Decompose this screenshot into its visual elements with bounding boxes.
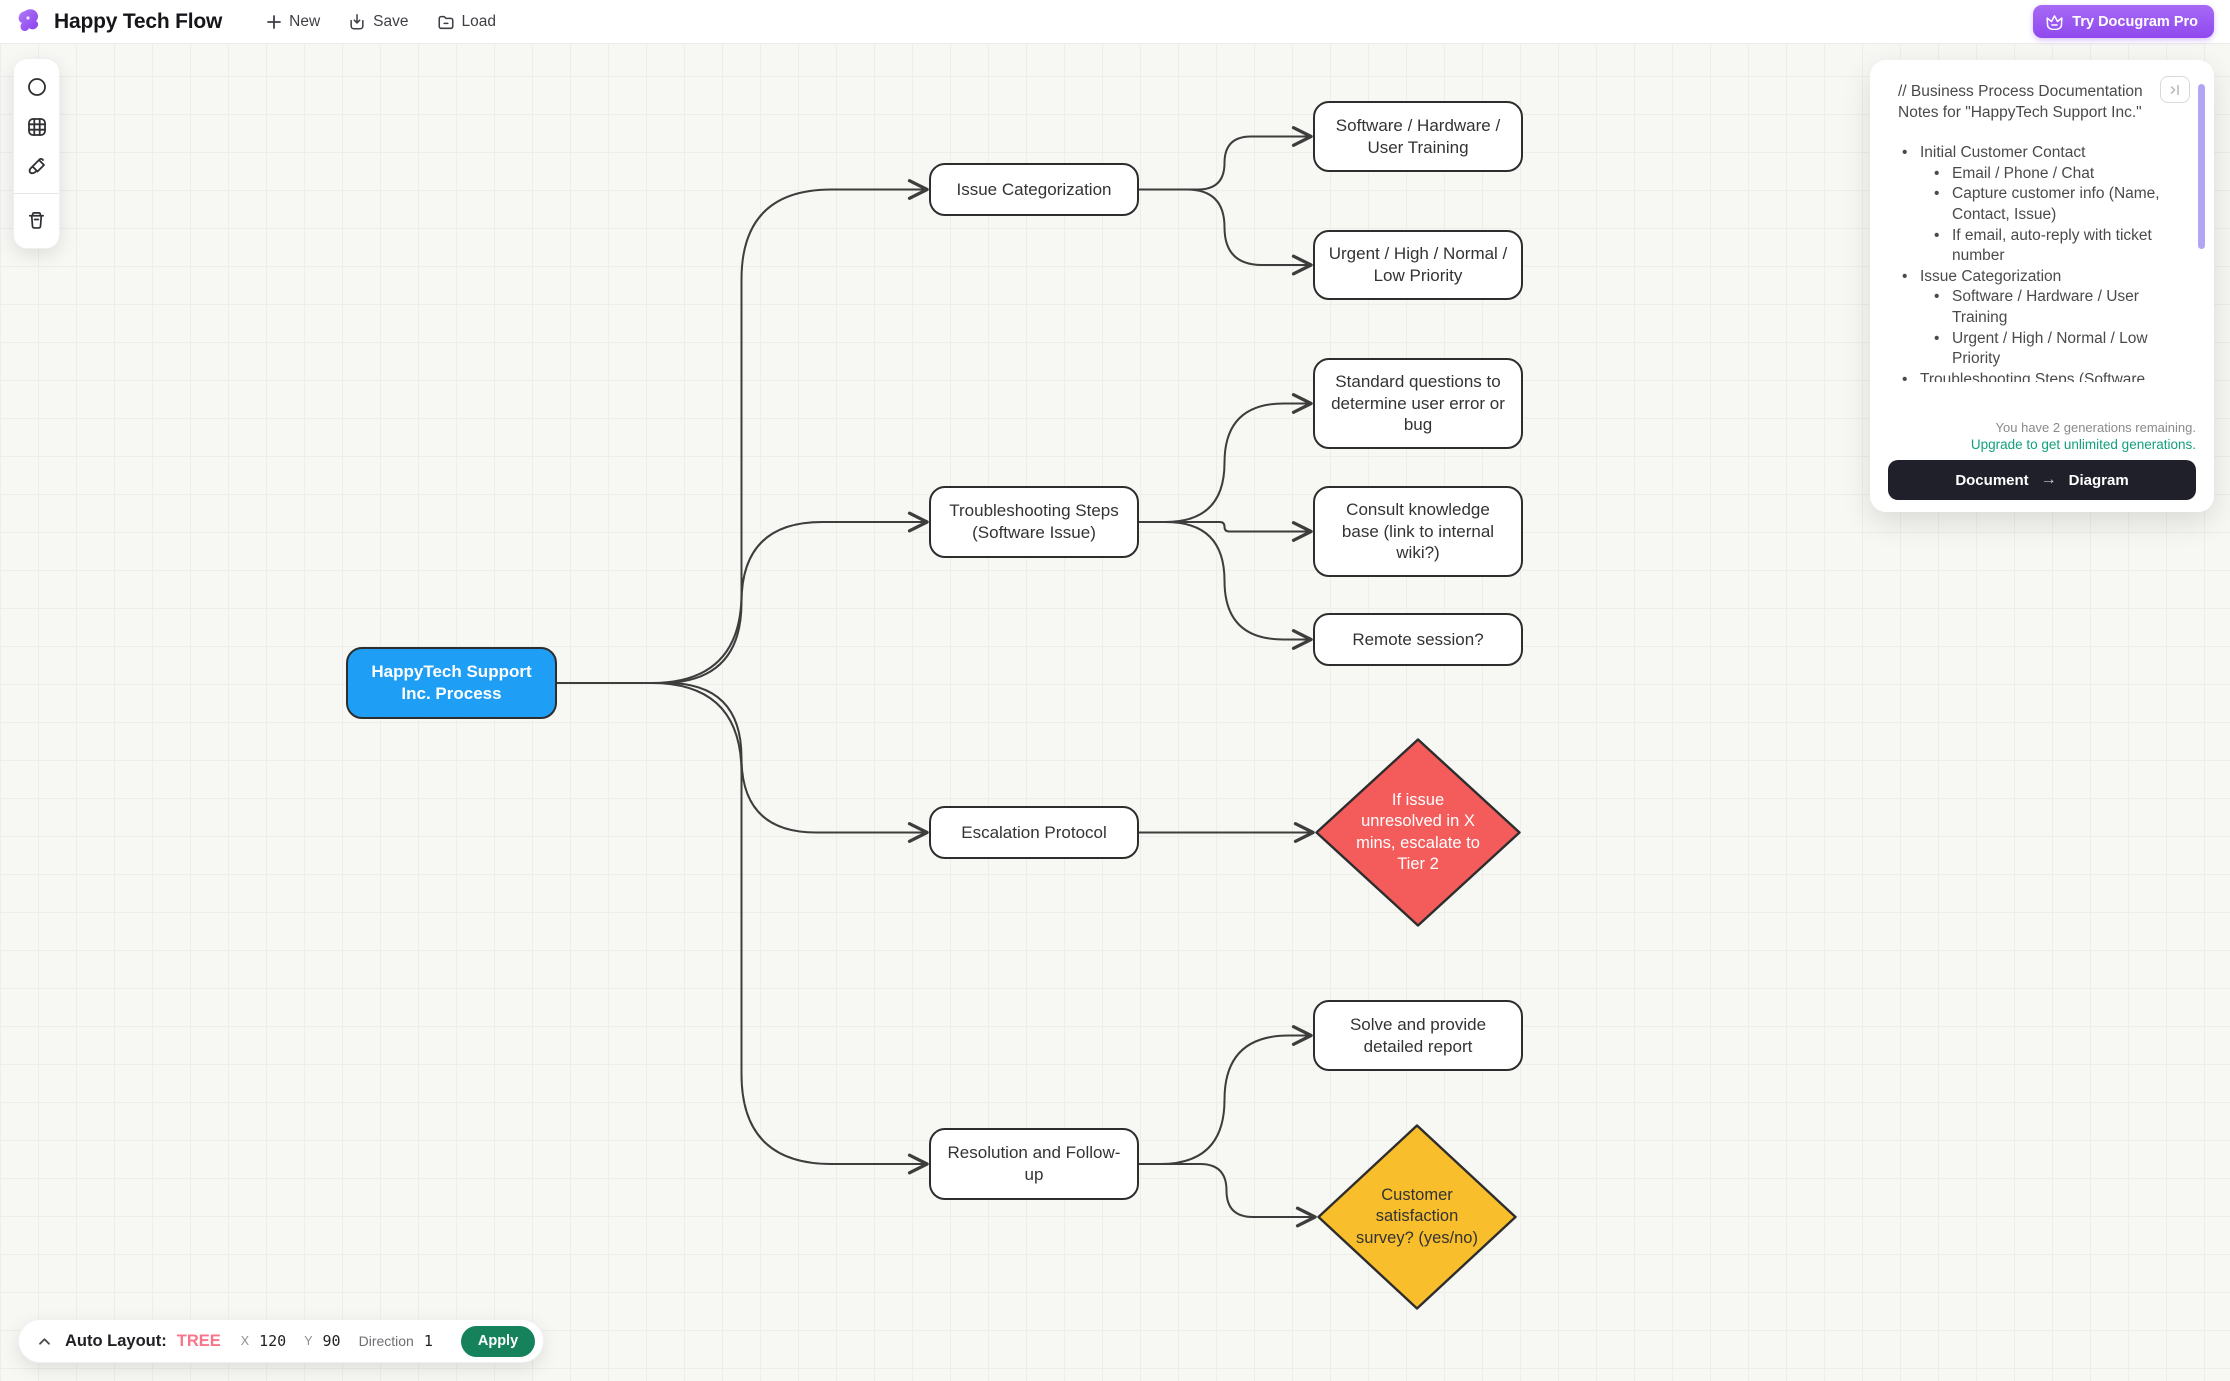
- flow-node-label: If issue unresolved in X mins, escalate …: [1356, 790, 1480, 873]
- flow-node-escal[interactable]: Escalation Protocol: [929, 806, 1139, 859]
- flow-edge-root-resolve: [557, 682, 929, 1175]
- crown-icon: [2046, 15, 2063, 30]
- note-bullet: Initial Customer Contact: [1898, 143, 2184, 164]
- delete-tool[interactable]: [18, 200, 56, 240]
- collapse-panel-button[interactable]: [2160, 76, 2190, 103]
- load-button[interactable]: Load: [427, 7, 506, 37]
- auto-layout-label: Auto Layout:: [65, 1331, 167, 1350]
- flow-node-label: Standard questions to determine user err…: [1331, 371, 1505, 435]
- flow-node-label: Resolution and Follow-up: [947, 1143, 1121, 1184]
- circle-icon: [27, 78, 46, 96]
- app-logo-icon: [18, 8, 39, 31]
- save-button[interactable]: Save: [338, 7, 418, 37]
- apply-layout-button[interactable]: Apply: [460, 1325, 536, 1357]
- flow-node-questions[interactable]: Standard questions to determine user err…: [1313, 358, 1523, 449]
- grid-toggle-tool[interactable]: [18, 107, 56, 147]
- y-value[interactable]: 90: [322, 1332, 341, 1350]
- brush-icon: [28, 157, 45, 175]
- chevron-up-icon: [38, 1337, 50, 1345]
- collapse-right-icon: [2170, 84, 2179, 95]
- flow-node-label: Solve and provide detailed report: [1349, 1014, 1487, 1056]
- notes-bullet-list: Initial Customer ContactEmail / Phone / …: [1898, 143, 2184, 382]
- flow-node-remote[interactable]: Remote session?: [1313, 613, 1523, 666]
- flow-node-red[interactable]: If issue unresolved in X mins, escalate …: [1315, 738, 1521, 927]
- note-bullet: Software / Hardware / User Training: [1898, 287, 2184, 328]
- flow-node-label: Issue Categorization: [956, 179, 1112, 199]
- flow-edge-root-issue: [557, 179, 929, 684]
- note-bullet: Capture customer info (Name, Contact, Is…: [1898, 184, 2184, 225]
- trash-icon: [28, 211, 45, 229]
- toolbar-divider: [14, 193, 59, 194]
- flow-edge-issue-sw: [1139, 126, 1313, 191]
- folder-icon: [437, 15, 454, 29]
- flow-node-solve[interactable]: Solve and provide detailed report: [1313, 1000, 1523, 1071]
- flow-node-resolve[interactable]: Resolution and Follow-up: [929, 1128, 1139, 1200]
- flow-node-trouble[interactable]: Troubleshooting Steps (Software Issue): [929, 486, 1139, 558]
- x-label: X: [240, 1334, 250, 1348]
- new-button-label: New: [289, 12, 321, 30]
- flow-node-issue[interactable]: Issue Categorization: [929, 163, 1139, 216]
- flow-node-label: Remote session?: [1352, 629, 1484, 649]
- auto-layout-mode[interactable]: TREE: [176, 1331, 221, 1350]
- arrow-right-icon: →: [2040, 471, 2057, 488]
- note-bullet: Email / Phone / Chat: [1898, 164, 2184, 185]
- circle-shape-tool[interactable]: [18, 67, 56, 107]
- note-bullet: Urgent / High / Normal / Low Priority: [1898, 329, 2184, 370]
- x-value[interactable]: 120: [259, 1332, 287, 1350]
- y-label: Y: [304, 1334, 313, 1348]
- flow-node-label: Urgent / High / Normal / Low Priority: [1328, 244, 1508, 285]
- direction-value[interactable]: 1: [423, 1332, 433, 1350]
- note-bullet: Troubleshooting Steps (Software Issue): [1898, 370, 2184, 382]
- flow-edge-trouble-questions: [1139, 393, 1313, 523]
- new-button[interactable]: New: [256, 7, 330, 37]
- try-pro-label: Try Docugram Pro: [2072, 13, 2198, 30]
- note-bullet: If email, auto-reply with ticket number: [1898, 226, 2184, 267]
- flow-node-label: Escalation Protocol: [961, 822, 1107, 842]
- flow-node-kb[interactable]: Consult knowledge base (link to internal…: [1313, 486, 1523, 577]
- notes-editor[interactable]: // Business Process Documentation Notes …: [1898, 82, 2184, 382]
- scrollbar-thumb[interactable]: [2198, 84, 2205, 249]
- flow-edge-trouble-remote: [1139, 521, 1313, 650]
- flow-node-label: HappyTech Support Inc. Process: [371, 662, 532, 703]
- flow-edge-trouble-kb: [1139, 521, 1313, 542]
- direction-label: Direction: [358, 1333, 414, 1349]
- flow-node-urgent[interactable]: Urgent / High / Normal / Low Priority: [1313, 230, 1523, 300]
- notes-footer: You have 2 generations remaining. Upgrad…: [1870, 386, 2214, 512]
- convert-from-label: Document: [1955, 471, 2029, 489]
- try-pro-button[interactable]: Try Docugram Pro: [2033, 5, 2214, 38]
- flow-node-label: Software / Hardware / User Training: [1335, 115, 1501, 157]
- notes-panel: // Business Process Documentation Notes …: [1870, 60, 2214, 512]
- flow-edge-resolve-yellow: [1139, 1163, 1317, 1228]
- flow-node-yellow[interactable]: Customer satisfaction survey? (yes/no): [1317, 1124, 1517, 1310]
- plus-icon: [267, 14, 282, 29]
- convert-to-label: Diagram: [2068, 471, 2129, 489]
- flow-node-label: Consult knowledge base (link to internal…: [1341, 499, 1495, 563]
- flow-node-label: Customer satisfaction survey? (yes/no): [1356, 1185, 1478, 1247]
- save-icon: [350, 13, 364, 30]
- grid-icon: [27, 118, 46, 136]
- upgrade-link[interactable]: Upgrade to get unlimited generations.: [1970, 437, 2196, 452]
- shape-toolbar: [13, 58, 60, 249]
- notes-header-comment: // Business Process Documentation Notes …: [1898, 83, 2143, 121]
- app-header: Happy Tech Flow New Save Load Try Docugr…: [0, 0, 2230, 44]
- clean-canvas-tool[interactable]: [18, 147, 56, 187]
- flow-edge-root-trouble: [557, 511, 929, 684]
- generations-remaining-text: You have 2 generations remaining.: [1995, 420, 2196, 435]
- collapse-layoutbar-button[interactable]: [33, 1326, 55, 1356]
- auto-layout-bar: Auto Layout: TREE X 120 Y 90 Direction 1…: [18, 1319, 545, 1363]
- load-button-label: Load: [461, 12, 496, 30]
- flow-node-sw[interactable]: Software / Hardware / User Training: [1313, 101, 1523, 172]
- note-bullet: Issue Categorization: [1898, 267, 2184, 288]
- flow-edge-issue-urgent: [1139, 188, 1313, 276]
- document-to-diagram-button[interactable]: Document → Diagram: [1888, 460, 2196, 500]
- flow-edge-resolve-solve: [1139, 1025, 1313, 1165]
- flow-node-root[interactable]: HappyTech Support Inc. Process: [346, 647, 557, 719]
- flow-node-label: Troubleshooting Steps (Software Issue): [949, 501, 1119, 542]
- save-button-label: Save: [373, 12, 409, 30]
- app-title: Happy Tech Flow: [54, 9, 223, 33]
